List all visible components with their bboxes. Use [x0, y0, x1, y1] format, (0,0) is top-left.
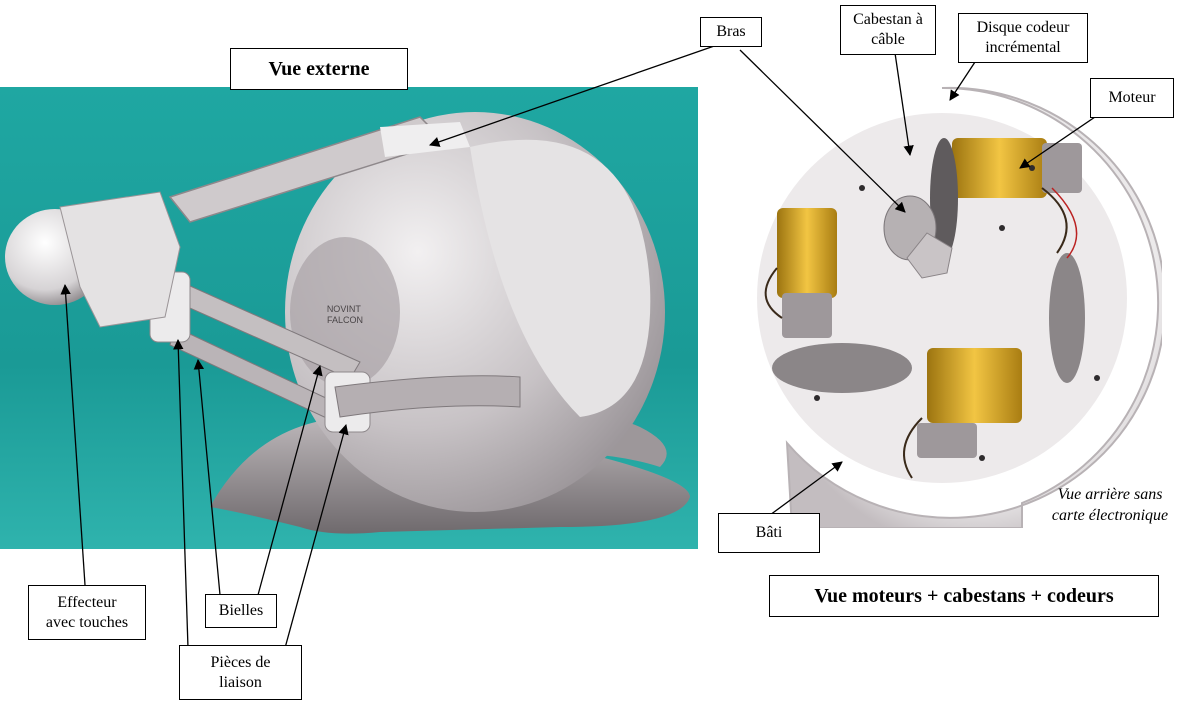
- lower-arm: [334, 375, 521, 418]
- device-front-panel: [470, 139, 651, 417]
- encoder-disc-2: [1049, 253, 1085, 383]
- motor-view-title: Vue moteurs + cabestans + codeurs: [769, 575, 1159, 617]
- device-logo-text: NOVINT FALCON: [327, 304, 363, 325]
- motor-left: [777, 208, 837, 338]
- label-effecteur: Effecteur avec touches: [28, 585, 146, 640]
- rear-view-caption: Vue arrière sans carte électronique: [1051, 486, 1169, 524]
- label-bielles: Bielles: [205, 594, 277, 628]
- label-pieces-liaison: Pièces de liaison: [179, 645, 302, 700]
- label-moteur: Moteur: [1090, 78, 1174, 118]
- label-disque-codeur: Disque codeur incrémental: [958, 13, 1088, 63]
- external-view-title: Vue externe: [230, 48, 408, 90]
- label-cabestan: Cabestan à câble: [840, 5, 936, 55]
- motor-view-photo: [757, 86, 1162, 528]
- cables: [1041, 187, 1068, 254]
- encoder-disc: [930, 138, 958, 258]
- encoder-disc-3: [772, 343, 912, 393]
- central-hub: [906, 232, 953, 279]
- external-view-photo: NOVINT FALCON: [0, 87, 698, 549]
- label-bati: Bâti: [718, 513, 820, 553]
- label-bras: Bras: [700, 17, 762, 47]
- motor-top-right: [952, 138, 1082, 198]
- motor-bottom: [917, 348, 1022, 458]
